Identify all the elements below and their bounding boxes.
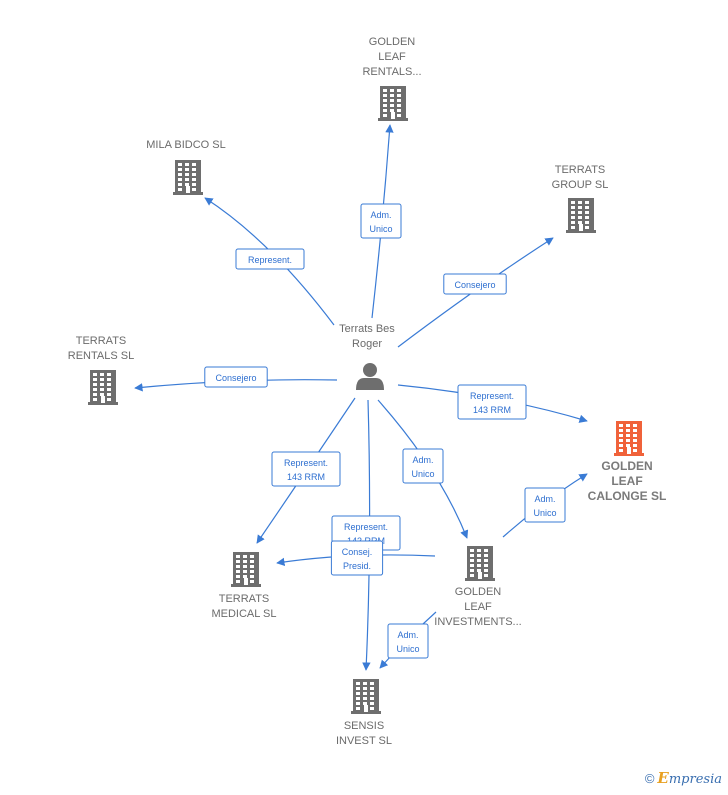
company-name: TERRATS bbox=[76, 335, 127, 347]
edge-label-text: Represent. bbox=[470, 391, 514, 401]
company-name: INVESTMENTS... bbox=[434, 616, 521, 628]
node-golden_rentals[interactable]: GOLDEN LEAF RENTALS... bbox=[362, 36, 422, 121]
person-name: Terrats Bes bbox=[339, 323, 395, 335]
edge-label-text: Represent. bbox=[344, 522, 388, 532]
edge-label-text: Unico bbox=[396, 644, 419, 654]
edge-label-box bbox=[330, 540, 384, 576]
person-name: Roger bbox=[352, 338, 382, 350]
edge-label-e5[interactable]: Represent. 143 RRM bbox=[457, 384, 527, 420]
edge-label-text: Unico bbox=[411, 469, 434, 479]
edge-label-text: Presid. bbox=[343, 561, 371, 571]
edge-label-box bbox=[387, 623, 429, 659]
brand-footer[interactable]: ©Empresia bbox=[645, 769, 722, 787]
person-icon bbox=[356, 363, 384, 390]
edge-label-text: Adm. bbox=[370, 210, 391, 220]
edge-label-box bbox=[524, 487, 566, 523]
building-icon bbox=[614, 421, 644, 456]
company-name: MILA BIDCO SL bbox=[146, 139, 225, 151]
company-name: CALONGE SL bbox=[588, 489, 667, 503]
edge-label-box bbox=[271, 451, 341, 487]
building-icon bbox=[173, 160, 203, 195]
edge-label-text: Adm. bbox=[397, 630, 418, 640]
node-terrats_rentals[interactable]: TERRATS RENTALS SL bbox=[68, 335, 134, 405]
building-icon bbox=[351, 679, 381, 714]
edge-label-e1[interactable]: Adm. Unico bbox=[360, 203, 402, 239]
edge-label-box bbox=[443, 273, 507, 295]
edge-label-e6[interactable]: Represent. 143 RRM bbox=[271, 451, 341, 487]
edge-label-e9[interactable]: Adm. Unico bbox=[524, 487, 566, 523]
edge-label-text: Consejero bbox=[454, 280, 495, 290]
building-icon bbox=[465, 546, 495, 581]
edge-label-text: Represent. bbox=[284, 458, 328, 468]
brand-name: mpresia bbox=[668, 772, 722, 787]
edge-label-e2[interactable]: Represent. bbox=[235, 248, 305, 270]
edge-label-box bbox=[204, 366, 268, 388]
company-name: LEAF bbox=[464, 601, 492, 613]
company-name: RENTALS SL bbox=[68, 350, 134, 362]
node-terrats_group[interactable]: TERRATS GROUP SL bbox=[552, 164, 609, 233]
company-name: SENSIS bbox=[344, 720, 384, 732]
building-icon bbox=[88, 370, 118, 405]
building-icon bbox=[231, 552, 261, 587]
edge-label-e7[interactable]: Adm. Unico bbox=[402, 448, 444, 484]
edge-label-box bbox=[360, 203, 402, 239]
edge-label-box bbox=[402, 448, 444, 484]
edge-label-e4[interactable]: Consejero bbox=[204, 366, 268, 388]
company-name: RENTALS... bbox=[362, 66, 421, 78]
edge-label-e10[interactable]: Consej. Presid. bbox=[330, 540, 384, 576]
edge-label-box bbox=[235, 248, 305, 270]
node-sensis[interactable]: SENSIS INVEST SL bbox=[336, 679, 392, 747]
company-name: LEAF bbox=[611, 474, 642, 488]
edge-label-text: Adm. bbox=[412, 455, 433, 465]
building-icon bbox=[378, 86, 408, 121]
edge-label-text: 143 RRM bbox=[473, 405, 511, 415]
edge-label-box bbox=[457, 384, 527, 420]
edge-label-text: Represent. bbox=[248, 255, 292, 265]
edge-label-text: Adm. bbox=[534, 494, 555, 504]
company-name: GOLDEN bbox=[601, 459, 652, 473]
company-name: GOLDEN bbox=[369, 36, 416, 48]
copyright-icon: © bbox=[644, 771, 655, 786]
brand-initial: E bbox=[657, 769, 669, 787]
edge-label-text: Unico bbox=[533, 508, 556, 518]
building-icon bbox=[566, 198, 596, 233]
company-name: TERRATS bbox=[555, 164, 606, 176]
company-name: LEAF bbox=[378, 51, 406, 63]
company-name: GROUP SL bbox=[552, 179, 609, 191]
node-golden_investments[interactable]: GOLDEN LEAF INVESTMENTS... bbox=[434, 546, 522, 628]
company-name: GOLDEN bbox=[455, 586, 502, 598]
edge-label-text: 143 RRM bbox=[287, 472, 325, 482]
node-mila[interactable]: MILA BIDCO SL bbox=[146, 139, 226, 195]
edge-label-text: Consej. bbox=[342, 547, 373, 557]
edge-label-e3[interactable]: Consejero bbox=[443, 273, 507, 295]
company-name: MEDICAL SL bbox=[211, 608, 276, 620]
edge-label-text: Consejero bbox=[215, 373, 256, 383]
company-name: TERRATS bbox=[219, 593, 270, 605]
edge-label-e11[interactable]: Adm. Unico bbox=[387, 623, 429, 659]
company-name: INVEST SL bbox=[336, 735, 392, 747]
node-terrats_medical[interactable]: TERRATS MEDICAL SL bbox=[211, 552, 277, 620]
edge-label-text: Unico bbox=[369, 224, 392, 234]
